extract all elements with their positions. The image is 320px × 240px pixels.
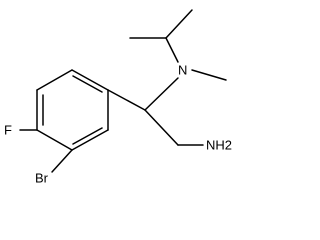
structure-svg: F Br N NH2 bbox=[4, 9, 232, 185]
ring-to-central-carbon-bond bbox=[107, 89, 146, 111]
chemical-structure: F Br N NH2 bbox=[4, 9, 232, 185]
amine-label: NH2 bbox=[206, 138, 232, 153]
ring-bond-top-right bbox=[71, 69, 109, 91]
ring-double-bond-bottom-right bbox=[72, 127, 103, 145]
nitrogen-to-isopropyl-bond bbox=[165, 37, 179, 63]
isopropyl-right-branch bbox=[165, 9, 193, 39]
central-carbon-to-nitrogen-bond bbox=[144, 77, 179, 111]
central-carbon-to-ch2-bond bbox=[144, 109, 179, 146]
nitrogen-methyl-bond bbox=[191, 69, 227, 81]
ring-bond-bottom-left bbox=[36, 129, 73, 151]
fluorine-label: F bbox=[4, 123, 12, 138]
ring-double-bond-top-right bbox=[72, 75, 103, 93]
ring-bond-top-left bbox=[36, 69, 73, 91]
bromine-bond bbox=[51, 149, 73, 173]
nitrogen-label: N bbox=[178, 63, 187, 78]
ring-bond-bottom-right bbox=[71, 129, 109, 151]
bromine-label: Br bbox=[35, 171, 49, 185]
